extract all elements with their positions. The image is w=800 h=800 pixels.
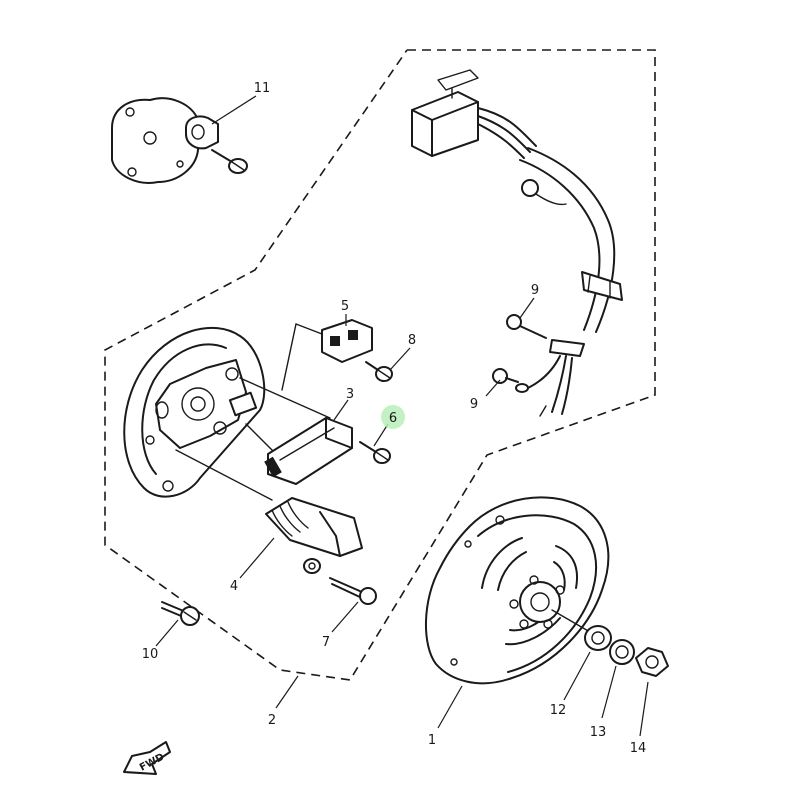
callout-6[interactable]: 6	[389, 411, 397, 426]
screw-part-6	[359, 441, 391, 464]
callout-10[interactable]: 10	[142, 647, 159, 662]
screw-part-9-lower	[492, 368, 519, 384]
screw-part-7	[303, 558, 377, 605]
callout-4[interactable]: 4	[230, 579, 238, 594]
callout-3[interactable]: 3	[346, 387, 354, 402]
callout-9-upper[interactable]: 9	[531, 283, 539, 298]
callout-7[interactable]: 7	[322, 635, 330, 650]
callout-8[interactable]: 8	[408, 333, 416, 348]
callout-labels: 1 2 3 4 5 6 7 8 9 9 10 11 12 13 14	[142, 81, 647, 756]
callout-2[interactable]: 2	[268, 713, 276, 728]
wiring-harness	[411, 69, 623, 417]
leader-lines	[155, 95, 649, 737]
stator-plate-part-2	[123, 326, 331, 501]
callout-6-highlight	[381, 405, 405, 429]
callout-1[interactable]: 1	[428, 733, 436, 748]
callout-12[interactable]: 12	[550, 703, 567, 718]
flywheel-rotor-part-1	[424, 496, 610, 685]
screw-part-8	[365, 361, 393, 382]
pickup-coil-part-3	[264, 417, 353, 485]
screw-part-10	[161, 601, 200, 626]
callout-13[interactable]: 13	[590, 725, 607, 740]
callout-14[interactable]: 14	[630, 741, 647, 756]
washer-part-12	[584, 625, 612, 651]
callout-5[interactable]: 5	[341, 299, 349, 314]
screw-part-9-upper	[506, 314, 547, 339]
nut-part-14	[635, 647, 669, 677]
charge-coil-part-4	[265, 497, 363, 557]
cover-plate-part-11	[111, 97, 248, 184]
coil-part-5	[281, 319, 373, 391]
callout-11[interactable]: 11	[254, 81, 271, 96]
assembly-dashed-outline	[104, 49, 656, 681]
forward-direction-arrow: FWD	[123, 741, 171, 775]
lock-washer-part-13	[609, 639, 635, 665]
callout-9-lower[interactable]: 9	[470, 397, 478, 412]
